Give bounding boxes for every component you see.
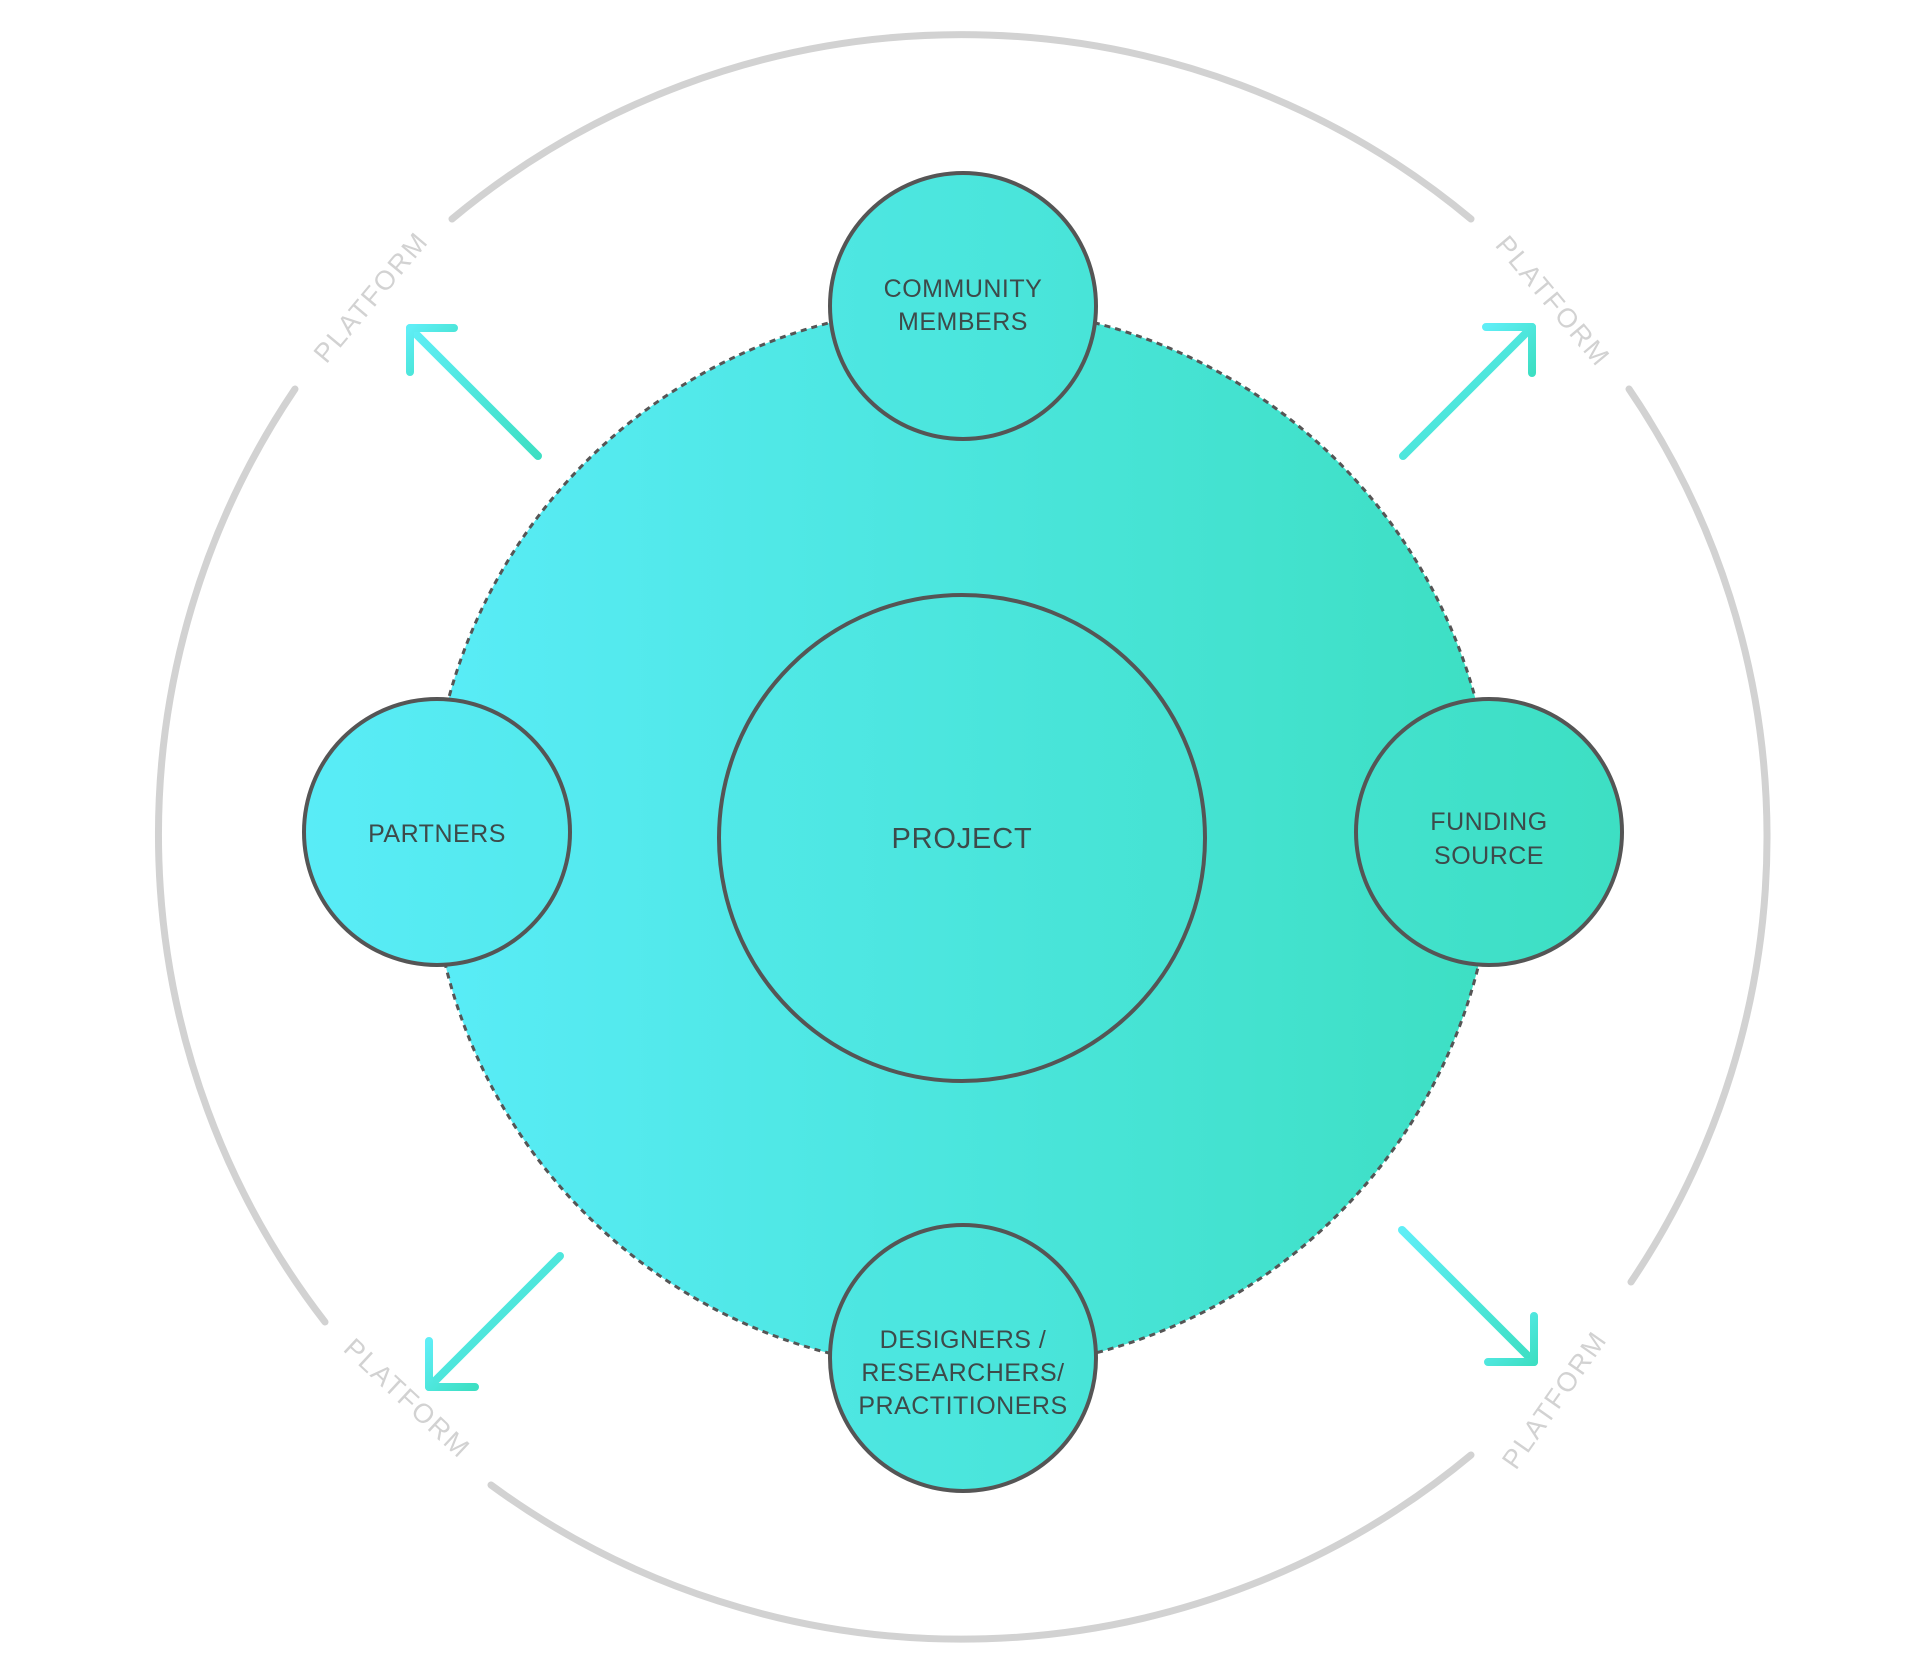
platform-label-bottom-right: PLATFORM bbox=[1496, 1325, 1613, 1474]
outer-platform-ring bbox=[155, 31, 1771, 1643]
ring-arc-left bbox=[155, 385, 329, 1326]
partners-circle bbox=[302, 697, 572, 967]
ring-arc-bottom bbox=[487, 1451, 1475, 1643]
partners-label: PARTNERS bbox=[368, 820, 506, 848]
funding-source-label-line-1: FUNDING bbox=[1430, 808, 1547, 836]
platform-label-top-left: PLATFORM bbox=[308, 226, 434, 369]
designers-label-line-1: DESIGNERS / bbox=[880, 1326, 1047, 1354]
node-funding-source: FUNDING SOURCE bbox=[1354, 697, 1624, 967]
arrow-down-left-icon bbox=[425, 1252, 564, 1391]
node-community-members: COMMUNITY MEMBERS bbox=[828, 171, 1098, 441]
community-members-circle bbox=[828, 171, 1098, 441]
project-label: PROJECT bbox=[892, 823, 1033, 855]
outward-arrows bbox=[406, 323, 1538, 1391]
project-circle bbox=[717, 593, 1207, 1083]
arrow-up-left-icon bbox=[406, 324, 542, 460]
node-partners: PARTNERS bbox=[302, 697, 572, 967]
arrow-up-right-icon bbox=[1399, 323, 1536, 460]
designers-circle bbox=[828, 1223, 1098, 1493]
funding-source-circle bbox=[1354, 697, 1624, 967]
ring-arc-right bbox=[1625, 385, 1771, 1286]
community-members-label-line-1: COMMUNITY bbox=[884, 275, 1043, 303]
designers-label-line-3: PRACTITIONERS bbox=[858, 1392, 1067, 1420]
ring-arc-top bbox=[448, 31, 1475, 223]
arrow-down-right-icon bbox=[1398, 1226, 1538, 1366]
community-members-label-line-2: MEMBERS bbox=[898, 308, 1028, 336]
node-designers-researchers-practitioners: DESIGNERS / RESEARCHERS/ PRACTITIONERS bbox=[828, 1223, 1098, 1493]
designers-label-line-2: RESEARCHERS/ bbox=[861, 1359, 1064, 1387]
platform-label-bottom-left: PLATFORM bbox=[338, 1333, 476, 1465]
funding-source-label-line-2: SOURCE bbox=[1434, 842, 1544, 870]
